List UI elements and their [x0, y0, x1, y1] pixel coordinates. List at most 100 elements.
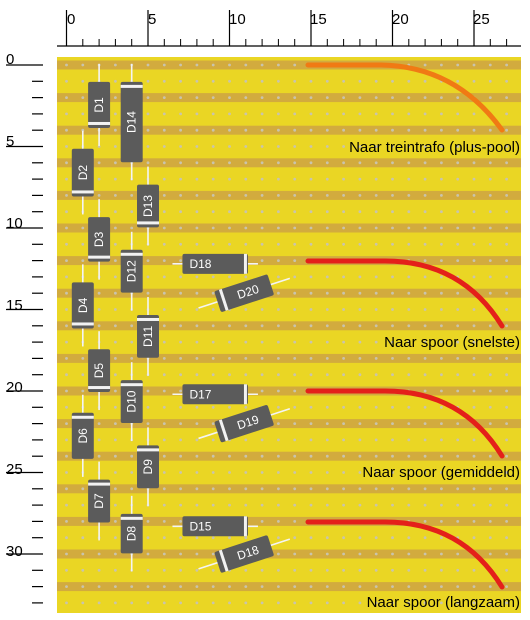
hole	[325, 242, 329, 246]
hole	[325, 503, 329, 507]
hole	[472, 357, 476, 360]
hole	[325, 145, 329, 148]
diode-13: D13	[137, 166, 159, 246]
hole	[325, 340, 329, 344]
hole	[211, 487, 215, 491]
hole	[440, 340, 443, 344]
hole	[309, 242, 313, 246]
hole	[130, 357, 134, 360]
hole	[456, 63, 460, 67]
hole	[374, 357, 378, 360]
hole	[374, 194, 378, 197]
diode-band	[218, 419, 229, 442]
hole	[277, 503, 280, 507]
hole	[65, 96, 68, 99]
hole	[358, 145, 362, 148]
hole	[260, 96, 264, 99]
hole	[325, 422, 329, 425]
hole	[211, 585, 215, 588]
copper-strip	[57, 353, 521, 363]
hole	[440, 112, 443, 116]
hole	[293, 487, 297, 491]
hole	[179, 389, 183, 393]
hole	[162, 79, 166, 83]
hole	[146, 422, 150, 425]
hole	[162, 357, 166, 360]
hole	[244, 79, 248, 83]
hole	[81, 79, 85, 83]
hole	[244, 487, 248, 491]
hole	[391, 145, 394, 148]
hole	[97, 194, 101, 197]
hole	[211, 536, 215, 540]
hole	[260, 259, 264, 262]
hole	[260, 79, 264, 83]
hole	[505, 63, 508, 67]
hole	[65, 601, 68, 605]
hole	[114, 210, 117, 214]
hole	[260, 389, 264, 393]
hole	[505, 520, 508, 523]
hole	[114, 357, 117, 360]
hole	[195, 340, 199, 344]
hole	[260, 324, 264, 328]
hole	[179, 552, 183, 556]
hole	[309, 210, 313, 214]
col-label-15: 15	[310, 11, 327, 28]
hole	[325, 454, 329, 458]
hole	[211, 471, 215, 474]
hole	[81, 112, 85, 116]
hole	[358, 340, 362, 344]
hole	[423, 340, 427, 344]
hole	[440, 454, 443, 458]
hole	[228, 96, 231, 99]
hole	[440, 63, 443, 67]
hole	[211, 340, 215, 344]
hole	[65, 487, 68, 491]
hole	[325, 601, 329, 605]
hole	[260, 601, 264, 605]
hole	[293, 275, 297, 279]
hole	[130, 194, 134, 197]
hole	[358, 454, 362, 458]
hole	[407, 79, 411, 83]
hole	[228, 210, 231, 214]
hole	[162, 552, 166, 556]
hole	[488, 405, 492, 409]
hole	[179, 536, 183, 540]
hole	[293, 112, 297, 116]
hole	[391, 405, 394, 409]
col-label-0: 0	[67, 11, 75, 28]
diode-label: D19	[235, 412, 261, 432]
hole	[162, 389, 166, 393]
hole	[211, 373, 215, 377]
hole	[162, 471, 166, 474]
hole	[391, 112, 394, 116]
hole	[325, 96, 329, 99]
hole	[114, 520, 117, 523]
hole	[114, 422, 117, 425]
hole	[309, 177, 313, 181]
hole	[472, 487, 476, 491]
hole	[244, 357, 248, 360]
hole	[114, 145, 117, 148]
hole	[130, 471, 134, 474]
hole	[423, 226, 427, 230]
hole	[440, 438, 443, 442]
hole	[456, 308, 460, 311]
hole	[505, 226, 508, 230]
hole	[277, 128, 280, 132]
hole	[440, 291, 443, 295]
hole	[391, 487, 394, 491]
hole	[277, 177, 280, 181]
hole	[293, 585, 297, 588]
hole	[228, 79, 231, 83]
hole	[309, 96, 313, 99]
hole	[358, 405, 362, 409]
hole	[228, 194, 231, 197]
hole	[81, 487, 85, 491]
hole	[162, 373, 166, 377]
hole	[65, 259, 68, 262]
hole	[114, 487, 117, 491]
hole	[146, 275, 150, 279]
